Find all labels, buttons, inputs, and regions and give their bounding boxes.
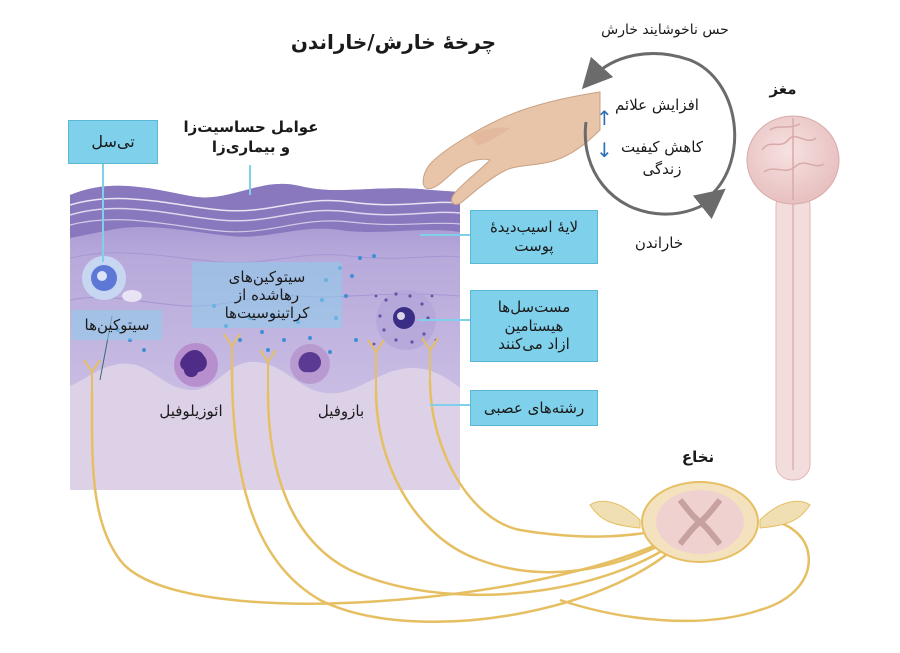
scratching-hand [422, 91, 601, 205]
unpleasant-itch-label: حس ناخوشایند خارش [601, 22, 729, 38]
mast-cells-box-label-line3: ازاد می‌کنند [498, 335, 570, 354]
increase-symptoms-label: افزایش علائم [615, 96, 699, 114]
keratinocyte-cytokines-label-line3: کراتینوسیت‌ها [224, 304, 310, 322]
scratching-label: خاراندن [634, 234, 684, 252]
t-cell-box-label: تی‌سل [91, 132, 135, 151]
mast-cells-box-label: مست‌سل‌ها [497, 297, 571, 316]
arrow-down-icon: ↓ [596, 138, 613, 162]
spinal-cord-section [589, 481, 811, 563]
nerve-fibers [90, 365, 811, 623]
damaged-skin-box-label-line2: پوست [514, 237, 554, 255]
keratinocyte-cytokines-box: سیتوکین‌های رهاشده از کراتینوسیت‌ها [192, 262, 342, 328]
keratinocyte-cytokines-label: سیتوکین‌های [228, 268, 306, 286]
arrow-up-icon: ↑ [596, 106, 613, 130]
decrease-quality-label: کاهش کیفیت [620, 138, 704, 156]
eosinophil-label: ائوزیلوفیل [159, 402, 223, 420]
basophil-label: بازوفیل [317, 402, 365, 420]
decrease-quality-label-line2: زندگی [642, 160, 682, 178]
skin-nerve-endings [83, 333, 439, 392]
sensitizing-factors-label-line2: و بیماری‌زا [211, 138, 291, 156]
keratinocyte-cytokines-label-line2: رهاشده از [234, 286, 300, 304]
nerve-fibers-box-label: رشته‌های عصبی [483, 398, 585, 417]
damaged-skin-box-label: لایهٔ اسیب‌دیدهٔ [489, 218, 579, 237]
mast-cells-box: مست‌سل‌ها هیستامین ازاد می‌کنند [470, 290, 598, 362]
damaged-skin-box: لایهٔ اسیب‌دیدهٔ پوست [470, 210, 598, 264]
brain-and-spinal-column [746, 115, 840, 481]
sensitizing-factors-label: عوامل حساسیت‌زا [183, 118, 319, 136]
cytokines-box: سیتوکین‌ها [72, 310, 162, 340]
t-cell-box: تی‌سل [68, 120, 158, 164]
diagram-title: چرخهٔ خارش/خاراندن [290, 30, 496, 54]
basophil-cell [290, 344, 330, 384]
eosinophil-cell [174, 343, 218, 387]
nerve-fibers-box: رشته‌های عصبی [470, 390, 598, 426]
spinal-cord-label: نخاع [681, 448, 715, 466]
itch-scratch-cycle [581, 52, 737, 220]
cytokines-label: سیتوکین‌ها [84, 316, 150, 334]
mast-cells-box-label-line2: هیستامین [504, 316, 564, 335]
brain-label: مغز [769, 80, 797, 98]
t-cell [82, 256, 126, 300]
